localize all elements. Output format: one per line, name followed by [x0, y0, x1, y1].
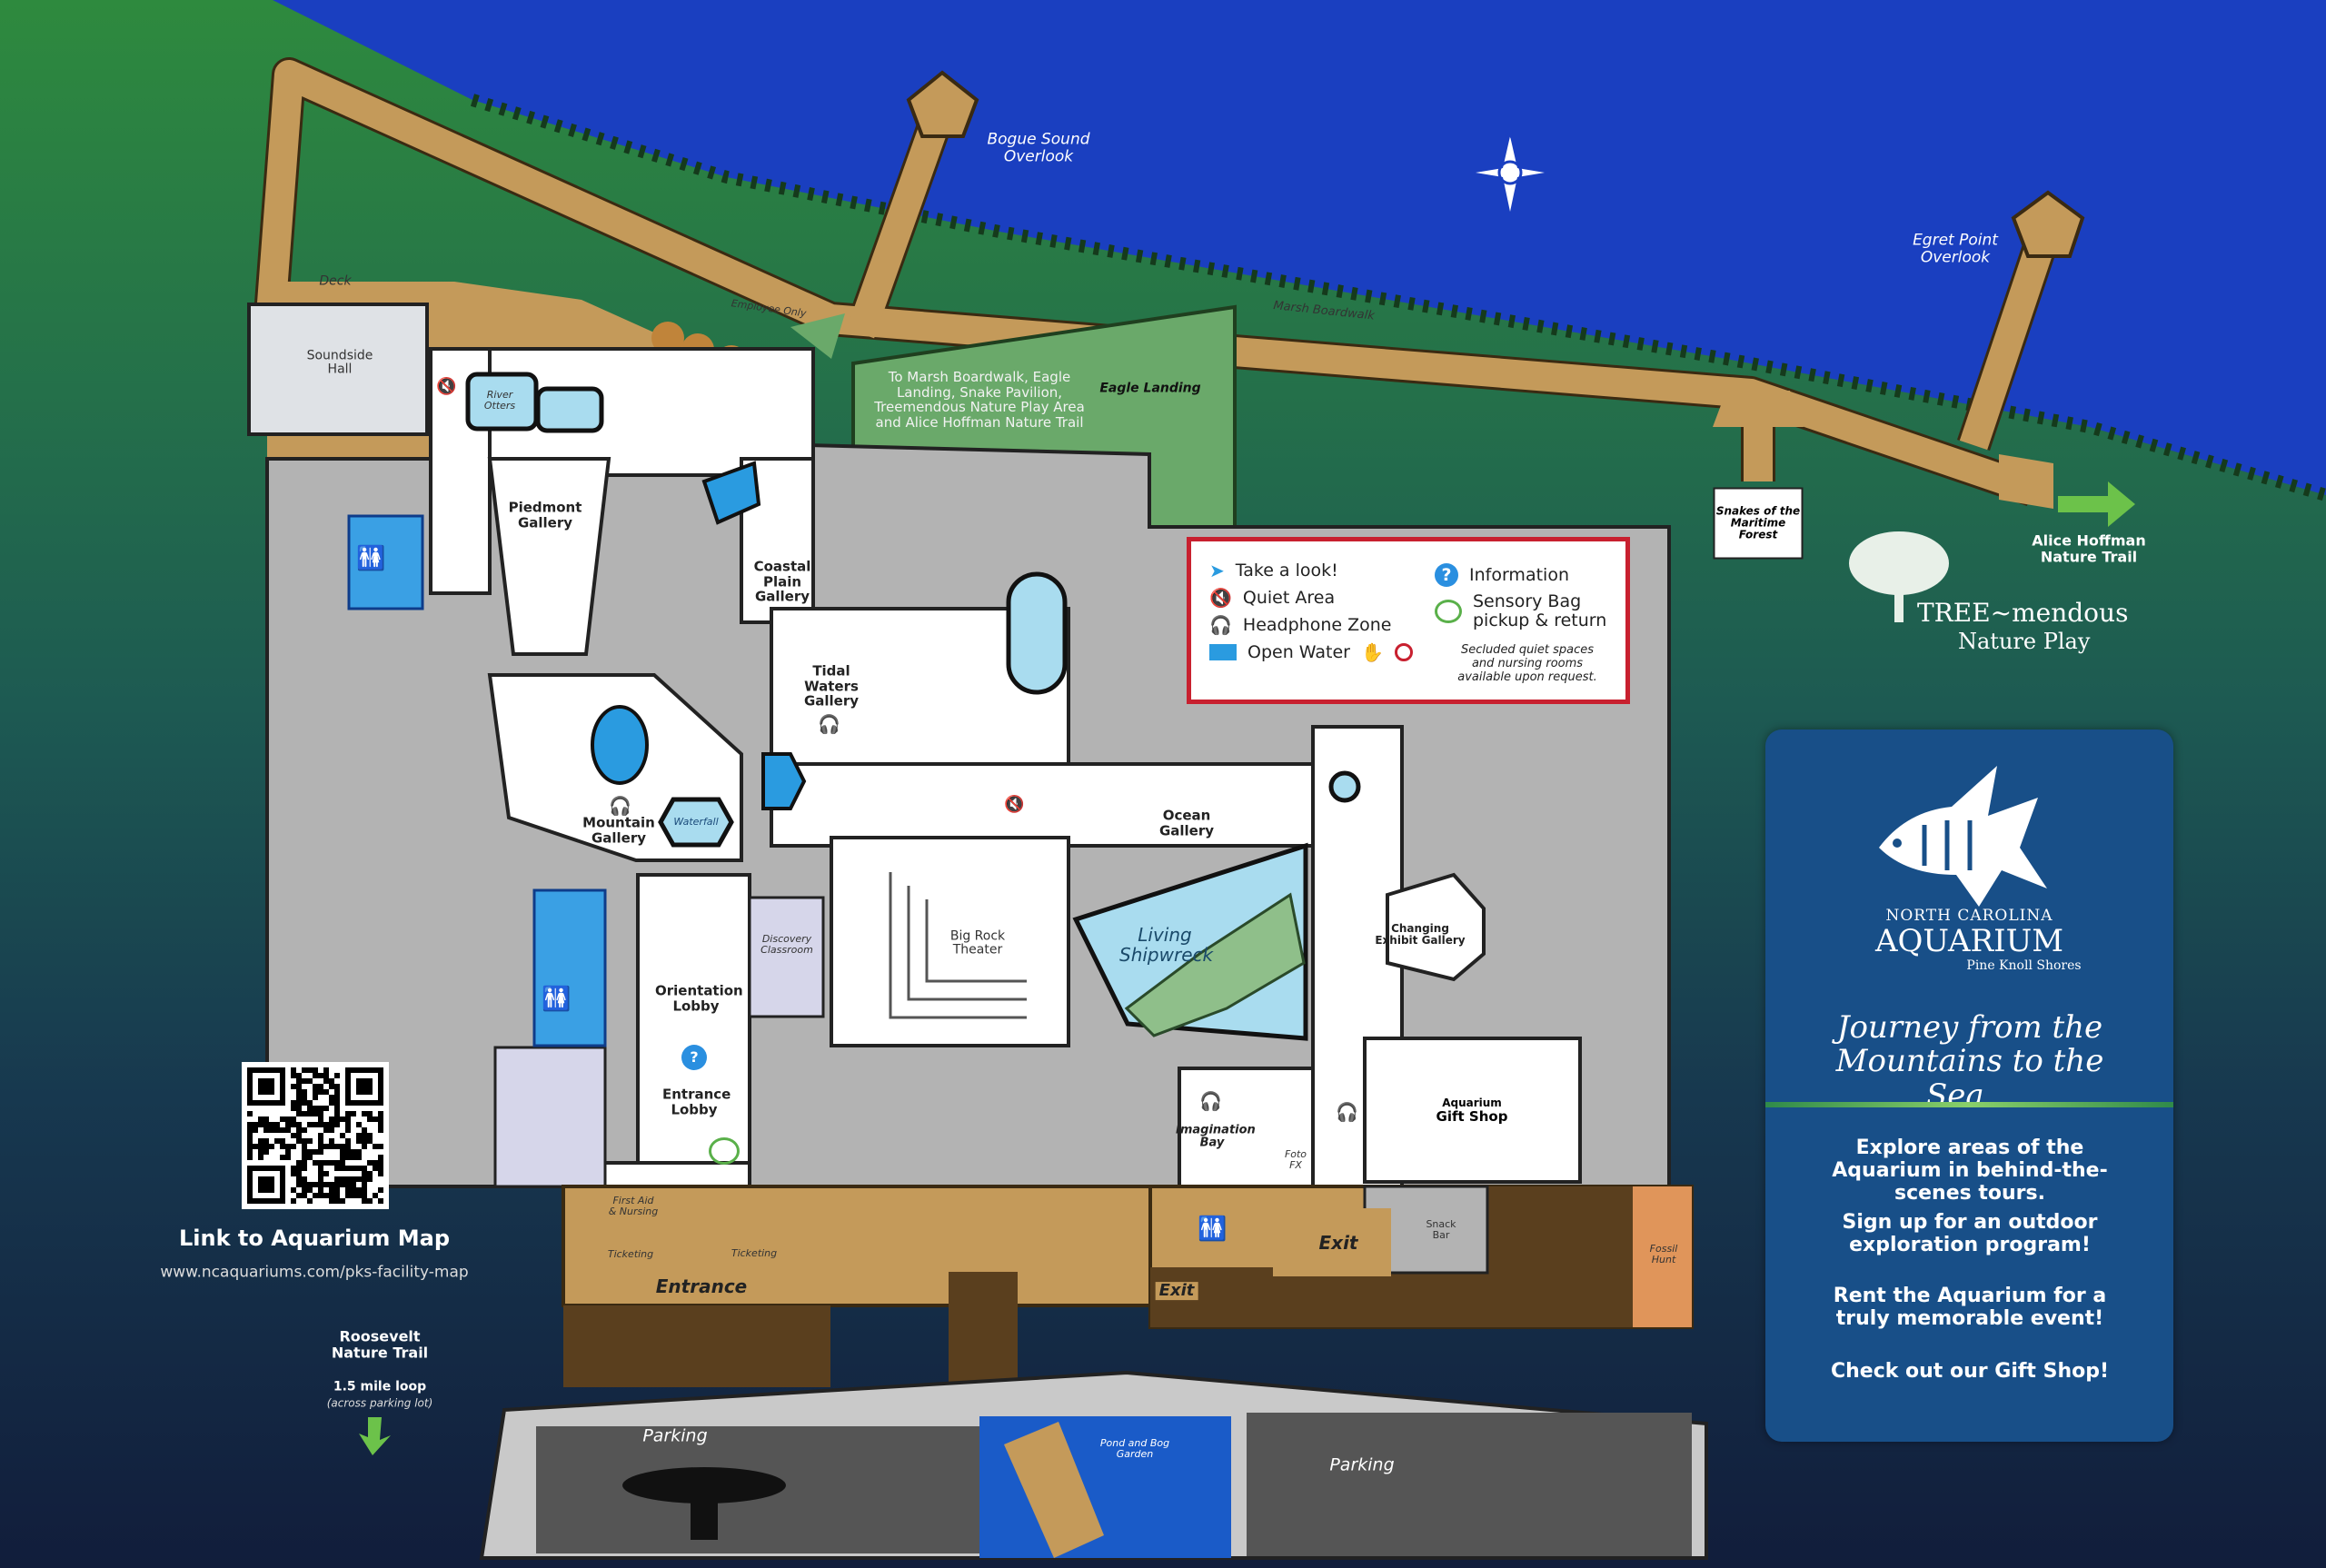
- legend-open-water: Open Water: [1247, 642, 1350, 662]
- open-water-swatch: [1209, 644, 1237, 660]
- restroom-icon: 🚻: [1198, 1216, 1228, 1243]
- pond-bog-garden-label: Pond and Bog Garden: [1099, 1436, 1170, 1460]
- entrance-deck: [562, 1185, 1159, 1307]
- restroom-icon: 🚻: [542, 986, 572, 1013]
- soundside-hall-label: Soundside Hall: [306, 348, 373, 377]
- treemendous-title: TREE~mendous: [1917, 598, 2129, 628]
- orientation-lobby-label: Orientation Lobby: [655, 982, 743, 1014]
- no-touch-icon: [1394, 643, 1413, 661]
- sensory-bag-icon[interactable]: [709, 1137, 740, 1165]
- fossil-hunt: [1633, 1186, 1692, 1327]
- headphone-icon: 🎧: [818, 713, 840, 735]
- alice-hoffman-trail-label: Alice Hoffman Nature Trail: [2032, 531, 2146, 565]
- shipwreck: [1124, 892, 1306, 1037]
- bogue-overlook-platform: [906, 70, 979, 138]
- tagline: Journey from the Mountains to the Sea...: [1835, 1009, 2104, 1114]
- soundside-hall: [247, 303, 429, 436]
- first-aid-label: First Aid & Nursing: [608, 1194, 659, 1217]
- take-a-look-icon: ➤: [1209, 560, 1225, 581]
- to-marsh-boardwalk-label: To Marsh Boardwalk, Eagle Landing, Snake…: [874, 369, 1085, 431]
- facility-map-url[interactable]: www.ncaquariums.com/pks-facility-map: [160, 1263, 469, 1282]
- qr-code[interactable]: [242, 1062, 389, 1209]
- roosevelt-loop-length: 1.5 mile loop: [333, 1379, 427, 1394]
- parking-lot-right: [1247, 1413, 1692, 1556]
- quiet-area-icon: 🔇: [1004, 795, 1025, 814]
- tidal-waters-gallery-label: Tidal Waters Gallery: [803, 662, 860, 710]
- snakes-maritime-forest-sign: Snakes of the Maritime Forest: [1713, 487, 1804, 560]
- fossil-hunt-label: Fossil Hunt: [1649, 1242, 1678, 1265]
- entrance-label: Entrance: [655, 1275, 748, 1297]
- ticketing-label-left: Ticketing: [607, 1247, 654, 1260]
- compass-rose-icon: N: [1474, 128, 1546, 213]
- treemendous-subtitle: Nature Play: [1958, 629, 2091, 654]
- changing-exhibit-gallery-label: Changing Exhibit Gallery: [1375, 921, 1466, 947]
- big-rock-theater-label: Big Rock Theater: [946, 929, 1009, 958]
- headphone-icon: 🎧: [1336, 1101, 1358, 1123]
- touch-hand-icon: ✋: [1360, 641, 1384, 663]
- map-legend: ➤ Take a look! 🔇 Quiet Area 🎧 Headphone Zon…: [1187, 537, 1630, 704]
- roosevelt-note: (across parking lot): [326, 1396, 433, 1410]
- roosevelt-trail-label: Roosevelt Nature Trail: [331, 1327, 429, 1361]
- restroom-icon: 🚻: [356, 545, 386, 572]
- headphone-icon: 🎧: [1199, 1090, 1222, 1112]
- waterfall-label: Waterfall: [673, 815, 719, 828]
- link-to-map-title: Link to Aquarium Map: [178, 1225, 451, 1251]
- imagination-bay-label: Imagination Bay: [1176, 1123, 1256, 1150]
- roosevelt-arrow-icon: [359, 1417, 391, 1455]
- discovery-classroom-label: Discovery Classroom: [760, 932, 813, 956]
- tagline-wave: [1765, 1102, 2173, 1107]
- gift-shop-line1: Aquarium: [1442, 1097, 1502, 1110]
- ticketing-label-right: Ticketing: [731, 1246, 778, 1259]
- gift-shop-line2: Gift Shop: [1436, 1108, 1508, 1126]
- foto-fx-label: Foto FX: [1284, 1147, 1307, 1171]
- panel-item-tours: Explore areas of the Aquarium in behind-…: [1832, 1136, 2108, 1205]
- river-otters-label: River Otters: [483, 388, 516, 412]
- headphone-icon: 🎧: [609, 795, 631, 817]
- logo-aquarium: AQUARIUM: [1874, 923, 2064, 959]
- exit-label-deck[interactable]: Exit: [1155, 1282, 1198, 1300]
- sensory-bag-icon: [1435, 599, 1462, 623]
- headphone-icon: 🎧: [1209, 614, 1232, 636]
- parking-label-right: Parking: [1329, 1454, 1395, 1475]
- bogue-sound-overlook-label: Bogue Sound Overlook: [987, 130, 1090, 165]
- ocean-gallery-label: Ocean Gallery: [1158, 807, 1215, 839]
- parking-label-left: Parking: [642, 1425, 708, 1446]
- legend-headphone-zone: Headphone Zone: [1242, 615, 1392, 635]
- egret-point-overlook-label: Egret Point Overlook: [1913, 231, 1998, 266]
- piedmont-gallery-label: Piedmont Gallery: [508, 499, 582, 531]
- treemendous-logo: TREE~mendous Nature Play: [1844, 527, 2135, 663]
- legend-sensory-bag: Sensory Bag pickup & return: [1473, 591, 1607, 630]
- panel-item-rent: Rent the Aquarium for a truly memorable …: [1833, 1285, 2107, 1330]
- legend-take-a-look: Take a look!: [1235, 561, 1338, 581]
- eagle-landing-label: Eagle Landing: [1099, 381, 1201, 396]
- quiet-area-icon: 🔇: [1209, 587, 1232, 609]
- info-panel: NORTH CAROLINA AQUARIUM Pine Knoll Shore…: [1765, 729, 2173, 1442]
- panel-item-outdoor-program: Sign up for an outdoor exploration progr…: [1842, 1211, 2098, 1256]
- exit-label[interactable]: Exit: [1318, 1232, 1358, 1254]
- legend-secluded-note: Secluded quiet spaces and nursing rooms …: [1457, 643, 1597, 684]
- entrance-lobby-label: Entrance Lobby: [662, 1086, 731, 1117]
- panel-item-gift-shop: Check out our Gift Shop!: [1830, 1360, 2110, 1383]
- logo-north-carolina: NORTH CAROLINA: [1885, 907, 2053, 925]
- discovery-classroom: [748, 896, 825, 1018]
- legend-information: Information: [1469, 565, 1569, 585]
- snack-bar-label: Snack Bar: [1426, 1217, 1456, 1241]
- angelfish-logo-icon: [1879, 766, 2047, 907]
- information-desk-icon[interactable]: ?: [681, 1045, 707, 1070]
- coastal-plain-gallery-label: Coastal Plain Gallery: [753, 558, 811, 605]
- compass-north-label: N: [1505, 128, 1515, 141]
- gift-shop-label: Aquarium Gift Shop: [1436, 1097, 1508, 1125]
- mountain-gallery-label: Mountain Gallery: [582, 814, 655, 846]
- egret-overlook-platform: [2011, 190, 2085, 258]
- living-shipwreck-label: Living Shipwreck: [1119, 924, 1214, 966]
- logo-pine-knoll-shores: Pine Knoll Shores: [1966, 958, 2082, 973]
- theater-seating: [889, 872, 1027, 1019]
- information-icon: ?: [1435, 563, 1458, 587]
- legend-quiet-area: Quiet Area: [1242, 588, 1336, 608]
- deck-label: Deck: [319, 273, 352, 289]
- alice-hoffman-arrow-icon: [2058, 481, 2135, 527]
- tree-icon: [1849, 531, 1949, 622]
- quiet-area-icon: 🔇: [436, 377, 457, 396]
